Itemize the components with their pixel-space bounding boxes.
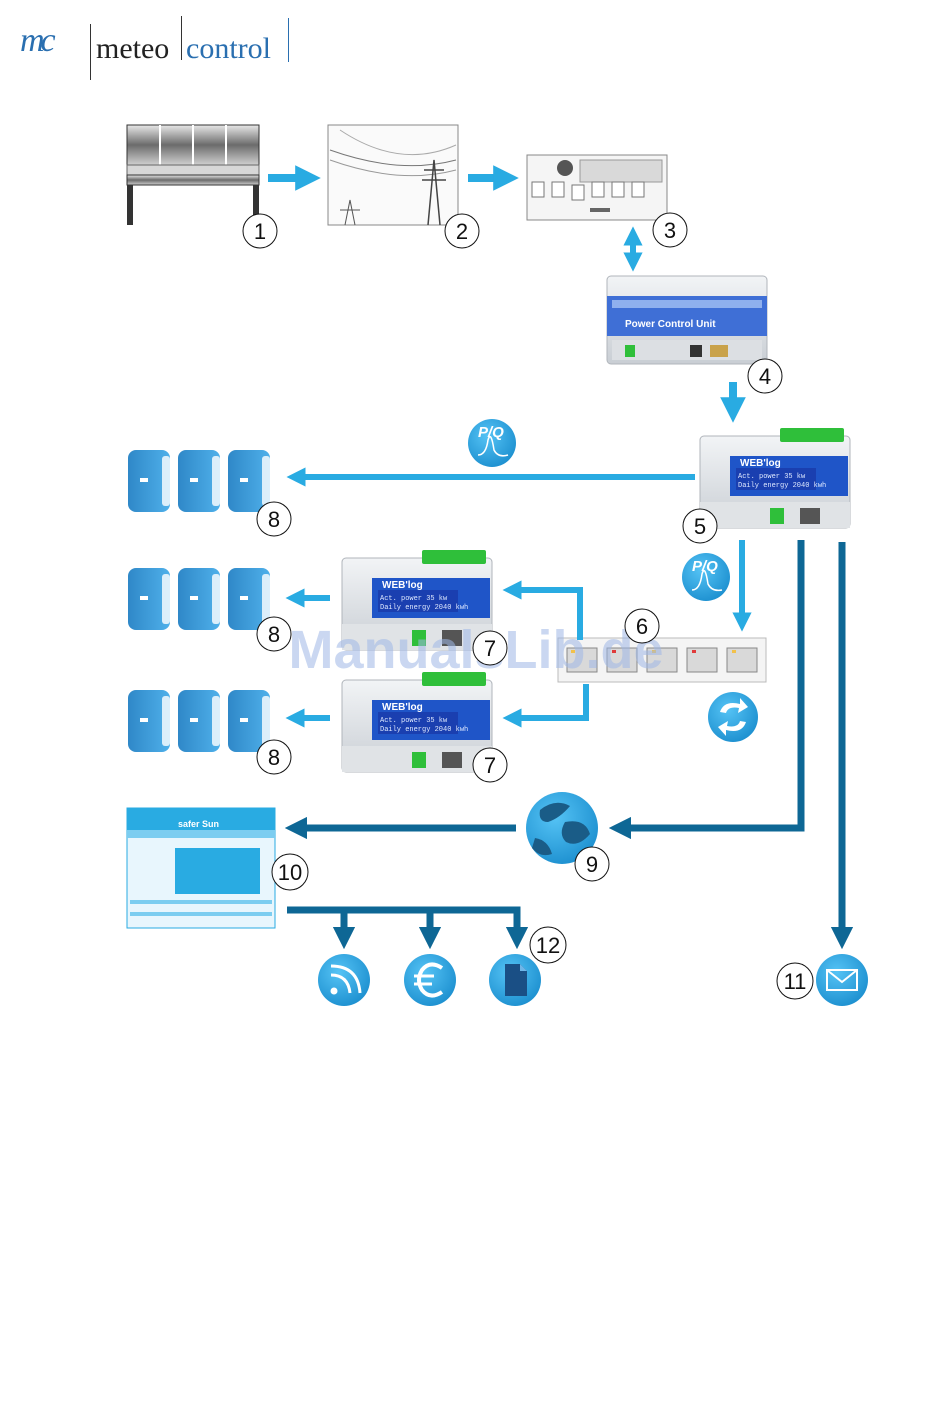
svg-text:Daily energy 2040 kwh: Daily energy 2040 kwh [380,604,468,612]
svg-text:2: 2 [456,219,468,244]
ripple-control-receiver-icon [527,155,667,220]
flow-arrow [287,910,517,938]
sync-icon [708,692,758,742]
svg-text:7: 7 [484,636,496,661]
callout-1: 1 [243,214,277,248]
callout-8: 8 [257,502,291,536]
callout-11: 11 [777,963,813,999]
logger-brand: WEB'log [740,458,781,469]
svg-text:12: 12 [536,933,560,958]
svg-text:Daily energy 2040 kwh: Daily energy 2040 kwh [380,726,468,734]
callout-12: 12 [530,927,566,963]
svg-text:8: 8 [268,622,280,647]
document-icon [489,954,541,1006]
lcd-line-power: Act. power 35 kw [738,473,806,481]
lcd-line-energy: Daily energy 2040 kwh [738,482,826,490]
datalogger-icon: WEB'log Act. power 35 kw Daily energy 20… [342,672,492,772]
svg-text:8: 8 [268,507,280,532]
callout-8: 8 [257,740,291,774]
svg-text:3: 3 [664,218,676,243]
svg-text:11: 11 [784,969,807,994]
inverter-icon [128,568,270,630]
svg-text:9: 9 [586,852,598,877]
envelope-icon [816,954,868,1006]
callout-8: 8 [257,617,291,651]
callout-3: 3 [653,213,687,247]
pq-curve-icon: P/Q [682,553,730,601]
web-portal-icon: safer Sun [127,808,275,928]
svg-text:1: 1 [254,219,266,244]
callout-7: 7 [473,748,507,782]
pcu-label: Power Control Unit [625,319,716,330]
svg-text:WEB'log: WEB'log [382,580,423,591]
datalogger-icon: WEB'log Act. power 35 kw Daily energy 20… [700,428,850,528]
svg-text:4: 4 [759,364,771,389]
callout-2: 2 [445,214,479,248]
callout-7: 7 [473,631,507,665]
svg-text:8: 8 [268,745,280,770]
solar-panel-array-icon [127,125,259,225]
svg-text:WEB'log: WEB'log [382,702,423,713]
pq-curve-icon: P/Q [468,419,516,467]
euro-icon [404,954,456,1006]
callout-9: 9 [575,847,609,881]
inverter-icon [128,690,270,752]
rss-feed-icon [318,954,370,1006]
callout-10: 10 [272,854,308,890]
portal-title: safer Sun [178,819,219,829]
callout-6: 6 [625,609,659,643]
svg-text:Act. power 35 kw: Act. power 35 kw [380,595,448,603]
callout-4: 4 [748,359,782,393]
power-line-icon [328,125,458,225]
flow-arrow [512,684,586,718]
svg-text:10: 10 [278,860,302,885]
callout-5: 5 [683,509,717,543]
svg-text:6: 6 [636,614,648,639]
power-control-unit-icon: Power Control Unit [607,276,767,364]
svg-text:5: 5 [694,514,706,539]
svg-text:7: 7 [484,753,496,778]
inverter-icon [128,450,270,512]
svg-text:Act. power 35 kw: Act. power 35 kw [380,717,448,725]
